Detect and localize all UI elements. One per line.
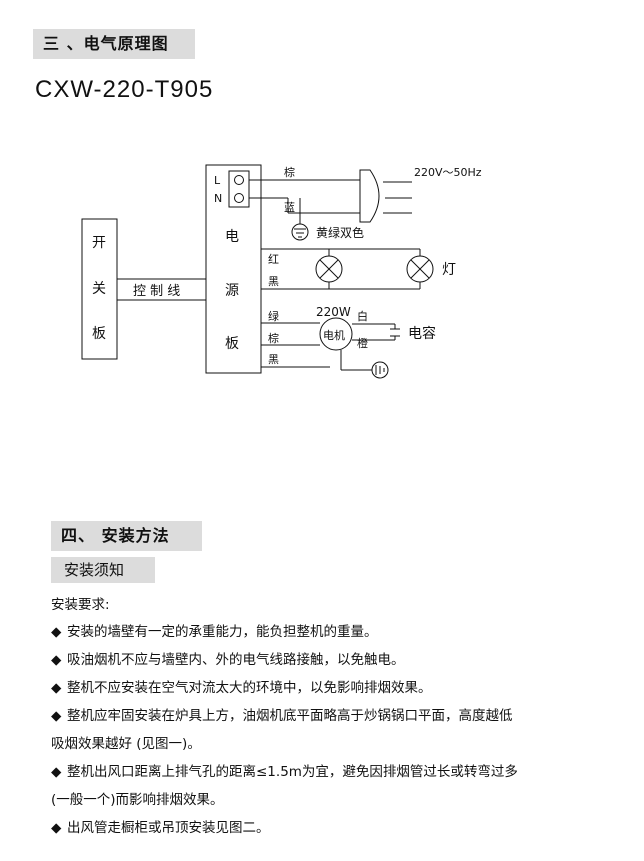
list-item-text: 安装的墙壁有一定的承重能力，能负担整机的重量。	[67, 624, 378, 640]
terminal-n-label: N	[214, 192, 222, 205]
wire-label: 棕	[284, 165, 295, 179]
ground-icon	[291, 223, 309, 241]
control-line-label: 控 制 线	[133, 284, 180, 299]
plug-icon	[359, 169, 380, 223]
wire-label: 蓝	[284, 201, 295, 214]
bullet-icon: ◆	[51, 652, 62, 668]
list-item-text: 整机应牢固安装在炉具上方，油烟机底平面略高于炒锅锅口平面，高度越低	[67, 708, 513, 724]
lamp-label: 灯	[442, 262, 456, 278]
wire-label: 黑	[268, 275, 279, 288]
section-4-title: 四、 安装方法	[51, 521, 202, 551]
section-4-subtitle: 安装须知	[51, 557, 155, 583]
motor-power-label: 220W	[316, 305, 351, 319]
switch-board-box	[81, 218, 118, 360]
ground-icon	[371, 361, 389, 379]
wiring-diagram: 开 关 板 控 制 线 电 源 板 L N 棕 蓝 220V～50Hz 黄绿双色…	[81, 164, 482, 379]
list-item: ◆ 安装的墙壁有一定的承重能力，能负担整机的重量。	[51, 622, 378, 642]
bullet-icon: ◆	[51, 708, 62, 724]
wire-label: 黑	[268, 353, 279, 366]
list-item-text: 整机出风口距离上排气孔的距离≤1.5m为宜，避免因排烟管过长或转弯过多	[67, 764, 518, 780]
capacitor-label: 电容	[408, 325, 436, 342]
list-item-text: 吸油烟机不应与墙壁内、外的电气线路接触，以免触电。	[67, 652, 405, 668]
wire-label: 绿	[268, 309, 279, 323]
bullet-icon: ◆	[51, 820, 62, 836]
wire-label: 红	[268, 253, 279, 266]
power-board-char: 板	[225, 336, 239, 352]
model-number: CXW-220-T905	[35, 76, 214, 103]
list-item: ◆ 整机不应安装在空气对流太大的环境中，以免影响排烟效果。	[51, 678, 432, 698]
list-item: ◆ 整机出风口距离上排气孔的距离≤1.5m为宜，避免因排烟管过长或转弯过多	[51, 762, 518, 782]
switch-board-char: 开	[92, 235, 106, 251]
switch-board-char: 关	[92, 281, 106, 297]
wire-label: 橙	[357, 336, 368, 350]
list-item-text: 出风管走橱柜或吊顶安装见图二。	[67, 820, 270, 836]
terminal-l-label: L	[214, 174, 221, 187]
power-board-char: 源	[225, 283, 239, 299]
bullet-icon: ◆	[51, 680, 62, 696]
list-item-text: 整机不应安装在空气对流太大的环境中，以免影响排烟效果。	[67, 680, 432, 696]
motor-label: 电机	[323, 328, 345, 342]
list-item-continuation: 吸烟效果越好 (见图一)。	[51, 736, 201, 752]
power-board-char: 电	[225, 229, 239, 245]
list-item: ◆ 出风管走橱柜或吊顶安装见图二。	[51, 818, 270, 838]
wire-label: 棕	[268, 331, 279, 345]
power-label: 220V～50Hz	[414, 166, 482, 179]
power-board-box	[205, 164, 262, 374]
list-item: ◆ 吸油烟机不应与墙壁内、外的电气线路接触，以免触电。	[51, 650, 405, 670]
list-item-continuation: (一般一个)而影响排烟效果。	[51, 792, 224, 808]
switch-board-char: 板	[92, 326, 106, 342]
list-item: ◆ 整机应牢固安装在炉具上方，油烟机底平面略高于炒锅锅口平面，高度越低	[51, 706, 513, 726]
bullet-icon: ◆	[51, 764, 62, 780]
requirements-heading: 安装要求:	[51, 597, 110, 613]
motor-icon	[319, 317, 353, 351]
bullet-icon: ◆	[51, 624, 62, 640]
wire-label: 白	[357, 309, 368, 323]
section-3-title: 三 、电气原理图	[33, 29, 195, 59]
ground-label: 黄绿双色	[316, 225, 364, 240]
